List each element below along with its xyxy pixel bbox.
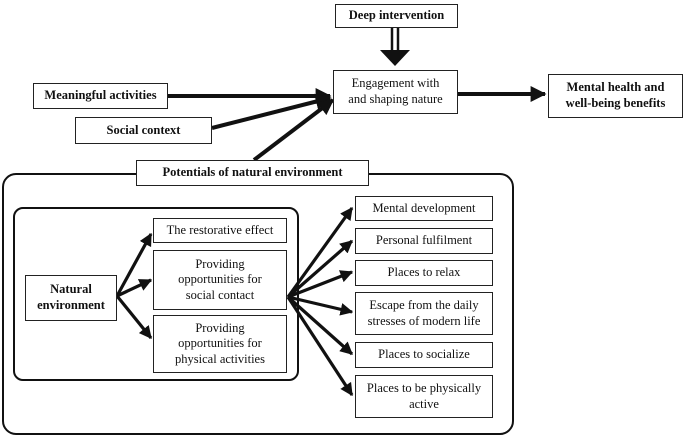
social-contact-box: Providing opportunities for social conta…	[153, 250, 287, 310]
restorative-effect-box: The restorative effect	[153, 218, 287, 243]
arrow-natural-to-social-contact	[116, 278, 153, 298]
personal-fulfilment-box: Personal fulfilment	[355, 228, 493, 254]
mental-health-box: Mental health and well-being benefits	[548, 74, 683, 118]
deep-intervention-box: Deep intervention	[335, 4, 458, 28]
escape-box: Escape from the daily stresses of modern…	[355, 292, 493, 335]
arrow-natural-to-physical	[115, 294, 153, 340]
physical-activities-box: Providing opportunities for physical act…	[153, 315, 287, 373]
engagement-box: Engagement with and shaping nature	[333, 70, 458, 114]
meaningful-activities-box: Meaningful activities	[33, 83, 168, 109]
potentials-box: Potentials of natural environment	[136, 160, 369, 186]
places-relax-box: Places to relax	[355, 260, 493, 286]
arrow-social-to-engagement	[211, 93, 332, 130]
natural-environment-inner-frame	[13, 207, 299, 381]
arrow-natural-to-restorative	[115, 232, 153, 297]
places-socialize-box: Places to socialize	[355, 342, 493, 368]
arrowhead-deep	[380, 50, 410, 66]
arrow-potentials-to-engagement	[252, 98, 335, 162]
mental-development-box: Mental development	[355, 196, 493, 221]
places-active-box: Places to be physically active	[355, 375, 493, 418]
natural-environment-box: Natural environment	[25, 275, 117, 321]
social-context-box: Social context	[75, 117, 212, 144]
